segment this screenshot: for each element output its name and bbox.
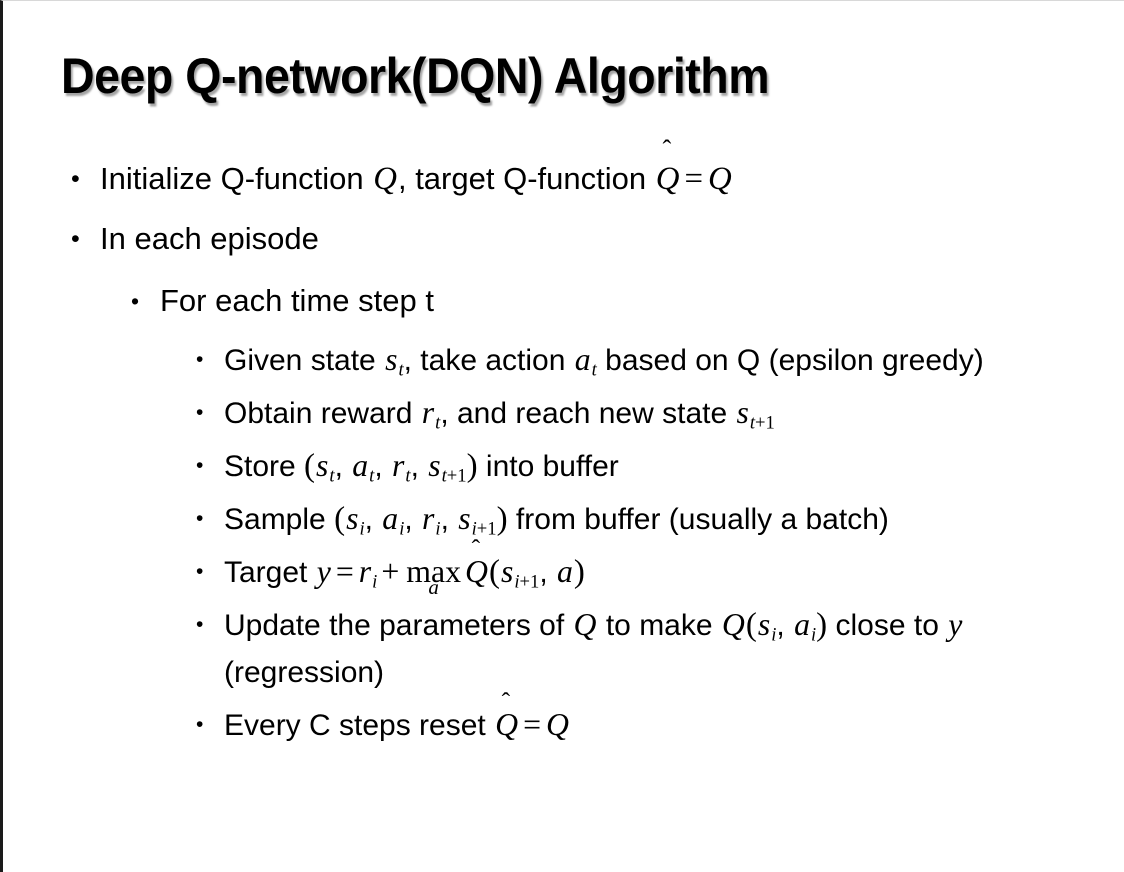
bullet-in-each-episode: • In each episode — [3, 209, 1124, 269]
subscript: i — [435, 518, 441, 540]
math-symbol-subscripted: si — [346, 501, 365, 540]
subscript: i — [810, 624, 817, 646]
hat-accent-icon: ˆ — [471, 534, 481, 564]
bullet-sample: • Sample (si, ai, ri, si+1) from buffer (… — [3, 495, 1124, 543]
bullet-text: In each episode — [100, 221, 319, 256]
bullet-store: • Store (st, at, rt, st+1) into buffer — [3, 442, 1124, 490]
bullet-text: Sample (si, ai, ri, si+1) from buffer (u… — [224, 501, 889, 540]
math-symbol-subscripted: st+1 — [428, 448, 467, 487]
math-symbol: Q — [546, 707, 569, 742]
math-symbol-subscripted: st+1 — [736, 395, 775, 434]
math-symbol: y — [316, 554, 331, 589]
bullet-text: Store (st, at, rt, st+1) into buffer — [224, 448, 619, 487]
math-operator: = — [335, 554, 354, 589]
subscript: t — [329, 465, 335, 487]
page-title: Deep Q-network(DQN) Algorithm — [61, 48, 770, 104]
bullet-text: For each time step t — [160, 283, 434, 318]
subscript: t+1 — [749, 412, 775, 434]
math-symbol-subscripted: si+1 — [458, 501, 497, 540]
bullet-obtain-reward: • Obtain reward rt, and reach new state s… — [3, 389, 1124, 437]
math-symbol: y — [948, 607, 963, 642]
math-symbol-subscripted: rt — [392, 448, 411, 487]
math-symbol-subscripted: si+1 — [500, 554, 540, 593]
bullet-update-parameters: • Update the parameters of Q to make Q(si… — [3, 601, 1124, 696]
math-symbol-subscripted: at — [352, 448, 375, 487]
bullet-dot-icon: • — [71, 165, 80, 193]
bullet-text: Update the parameters of Q to make Q(si,… — [224, 607, 963, 689]
math-symbol-subscripted: st — [316, 448, 335, 487]
bullet-text: Given state st, take action at based on … — [224, 342, 984, 381]
bullet-initialize: • Initialize Q-function Q, target Q-funct… — [3, 134, 1124, 209]
math-symbol-subscripted: st — [385, 342, 404, 381]
math-operator: = — [523, 707, 541, 742]
max-operator: max — [406, 554, 462, 589]
bullet-list: • Initialize Q-function Q, target Q-funct… — [3, 134, 1124, 749]
hat-accent-icon: ˆ — [501, 687, 511, 717]
bullet-for-each-time-step: • For each time step t — [3, 271, 1124, 331]
bullet-dot-icon: • — [71, 225, 80, 253]
subscript: i+1 — [471, 518, 497, 540]
bullet-dot-icon: • — [196, 348, 204, 371]
math-symbol-subscripted: ri — [358, 554, 378, 593]
math-paren: ) — [573, 554, 585, 590]
math-symbol: Q — [573, 607, 597, 642]
math-paren: ( — [488, 554, 500, 590]
math-paren: ( — [334, 501, 346, 537]
subscript: t — [369, 465, 375, 487]
subscript: i+1 — [514, 571, 540, 593]
subscript: i — [359, 518, 365, 540]
subscript: t — [435, 412, 441, 434]
math-operator: = — [684, 161, 703, 197]
math-paren: ) — [816, 607, 828, 643]
math-paren: ( — [304, 448, 316, 484]
bullet-text: Obtain reward rt, and reach new state st… — [224, 395, 775, 434]
bullet-dot-icon: • — [196, 401, 204, 424]
bullet-dot-icon: • — [196, 454, 204, 477]
bullet-text: Initialize Q-function Q, target Q-functi… — [100, 134, 1124, 209]
math-symbol-subscripted: ri — [422, 501, 441, 540]
subscript: t+1 — [441, 465, 467, 487]
hat-accent-icon: ˆ — [662, 134, 672, 164]
math-symbol-subscripted: rt — [421, 395, 441, 434]
subscript: t — [591, 359, 597, 381]
math-symbol: Q — [373, 161, 397, 197]
math-symbol: Q — [721, 607, 745, 642]
math-paren: ) — [466, 448, 478, 484]
bullet-given-state: •Given state st, take action at based on… — [3, 336, 1124, 384]
max-subscript: a — [428, 575, 439, 600]
math-paren: ( — [745, 607, 757, 643]
subscript: t — [398, 359, 404, 381]
subscript: i — [771, 624, 777, 646]
math-symbol: a — [557, 554, 573, 589]
math-symbol-subscripted: ai — [794, 607, 817, 646]
bullet-dot-icon: • — [196, 713, 204, 736]
math-symbol-subscripted: si — [757, 607, 777, 646]
subscript: t — [405, 465, 411, 487]
bullet-dot-icon: • — [196, 560, 204, 583]
bullet-dot-icon: • — [131, 288, 140, 314]
subscript: i — [372, 571, 378, 593]
bullet-dot-icon: • — [196, 507, 204, 530]
bullet-dot-icon: • — [196, 613, 204, 636]
math-symbol: Q — [707, 161, 732, 197]
math-symbol-subscripted: ai — [382, 501, 405, 540]
math-operator: + — [381, 554, 400, 589]
subscript: i — [399, 518, 405, 540]
math-symbol-subscripted: at — [574, 342, 597, 381]
math-paren: ) — [496, 501, 508, 537]
